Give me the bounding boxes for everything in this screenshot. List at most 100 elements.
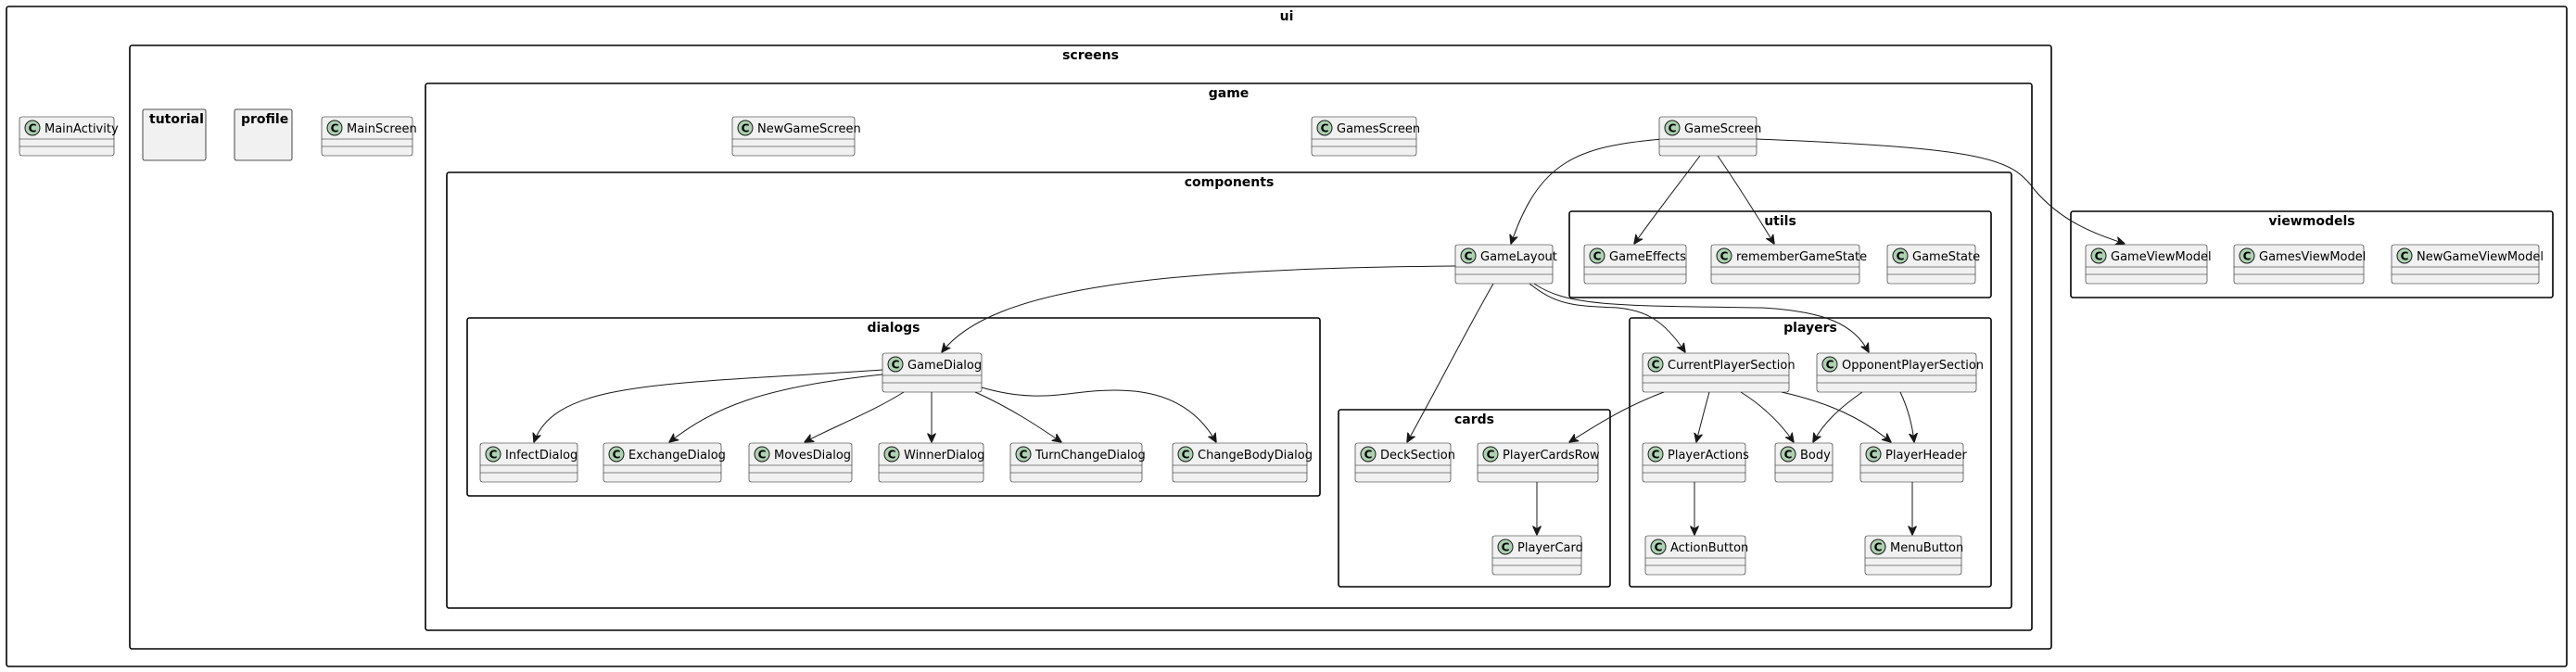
- package-viewmodels: viewmodels: [2070, 210, 2554, 298]
- class-box: [1644, 535, 1746, 576]
- package-profile: profile: [234, 108, 293, 161]
- relation-GameLayout-to-OpponentPlayerSection: [1533, 283, 1869, 352]
- relation-GameScreen-to-GameViewModel: [1756, 138, 2125, 244]
- package-title: tutorial: [149, 112, 204, 127]
- class-box: [1864, 535, 1962, 576]
- class-box: [1859, 442, 1964, 483]
- class-stereotype-letter: C: [489, 449, 498, 462]
- class-stereotype-icon: [326, 120, 343, 136]
- class-MenuButton[interactable]: C MenuButton: [1864, 535, 1963, 576]
- class-name: rememberGameState: [1736, 250, 1867, 264]
- class-name: MainScreen: [347, 122, 417, 136]
- class-stereotype-letter: C: [1593, 250, 1602, 263]
- package-cards: cards: [1338, 409, 1611, 588]
- package-title: cards: [1454, 412, 1494, 427]
- package-box: [234, 108, 293, 161]
- package-frame: [1568, 210, 1992, 298]
- class-box: [1886, 244, 1976, 285]
- package-title: game: [1209, 86, 1250, 101]
- relation-GameDialog-to-InfectDialog: [534, 369, 883, 442]
- class-stereotype-letter: C: [1364, 449, 1373, 462]
- class-stereotype-letter: C: [1784, 449, 1793, 462]
- class-stereotype-letter: C: [1465, 250, 1473, 263]
- class-name: TurnChangeDialog: [1034, 449, 1146, 463]
- package-frame: [1629, 317, 1992, 588]
- package-title: screens: [1062, 48, 1119, 63]
- package-title: ui: [1280, 9, 1294, 24]
- package-game: game: [425, 82, 2033, 631]
- class-name: PlayerActions: [1668, 449, 1749, 463]
- relations-layer: [534, 138, 2125, 535]
- class-stereotype-icon: [1460, 247, 1477, 264]
- relation-GameScreen-to-rememberGameState: [1717, 155, 1774, 244]
- package-title: dialogs: [867, 321, 920, 336]
- class-name: ChangeBodyDialog: [1198, 449, 1313, 463]
- class-stereotype-letter: C: [613, 449, 621, 462]
- class-GameEffects[interactable]: C GameEffects: [1583, 244, 1687, 285]
- class-stereotype-icon: [2396, 247, 2413, 264]
- class-name: MenuButton: [1890, 541, 1963, 555]
- class-stereotype-letter: C: [742, 122, 750, 135]
- class-name: GameScreen: [1684, 122, 1761, 136]
- class-GamesViewModel[interactable]: C GamesViewModel: [2233, 244, 2366, 285]
- class-TurnChangeDialog[interactable]: C TurnChangeDialog: [1009, 442, 1146, 483]
- class-stereotype-letter: C: [1020, 449, 1028, 462]
- class-box: [1642, 352, 1790, 393]
- package-title: players: [1783, 321, 1837, 336]
- class-stereotype-icon: [2090, 247, 2107, 264]
- class-name: ActionButton: [1670, 541, 1748, 555]
- class-stereotype-letter: C: [2095, 250, 2103, 263]
- relation-GameDialog-to-TurnChangeDialog: [974, 391, 1061, 442]
- class-name: WinnerDialog: [904, 449, 984, 463]
- class-name: NewGameScreen: [757, 122, 861, 136]
- class-stereotype-icon: [1482, 446, 1499, 463]
- class-name: GamesViewModel: [2259, 250, 2366, 264]
- class-name: GamesScreen: [1337, 122, 1420, 136]
- class-stereotype-icon: [737, 120, 754, 136]
- class-stereotype-icon: [1647, 446, 1664, 463]
- class-box: [1354, 442, 1452, 483]
- class-stereotype-icon: [24, 120, 41, 136]
- class-stereotype-letter: C: [2243, 250, 2252, 263]
- class-box: [1583, 244, 1687, 285]
- class-name: PlayerHeader: [1885, 449, 1967, 463]
- package-title: components: [1185, 175, 1275, 190]
- class-box: [603, 442, 722, 483]
- class-stereotype-icon: [1650, 539, 1667, 555]
- class-stereotype-letter: C: [1720, 250, 1729, 263]
- class-name: PlayerCardsRow: [1503, 449, 1600, 463]
- class-stereotype-icon: [1716, 247, 1732, 264]
- class-box: [1642, 442, 1746, 483]
- class-NewGameScreen[interactable]: C NewGameScreen: [731, 116, 861, 157]
- class-name: GameEffects: [1609, 250, 1686, 264]
- class-box: [2085, 244, 2208, 285]
- class-stereotype-letter: C: [1897, 250, 1905, 263]
- class-stereotype-letter: C: [1874, 541, 1883, 554]
- class-stereotype-icon: [754, 446, 770, 463]
